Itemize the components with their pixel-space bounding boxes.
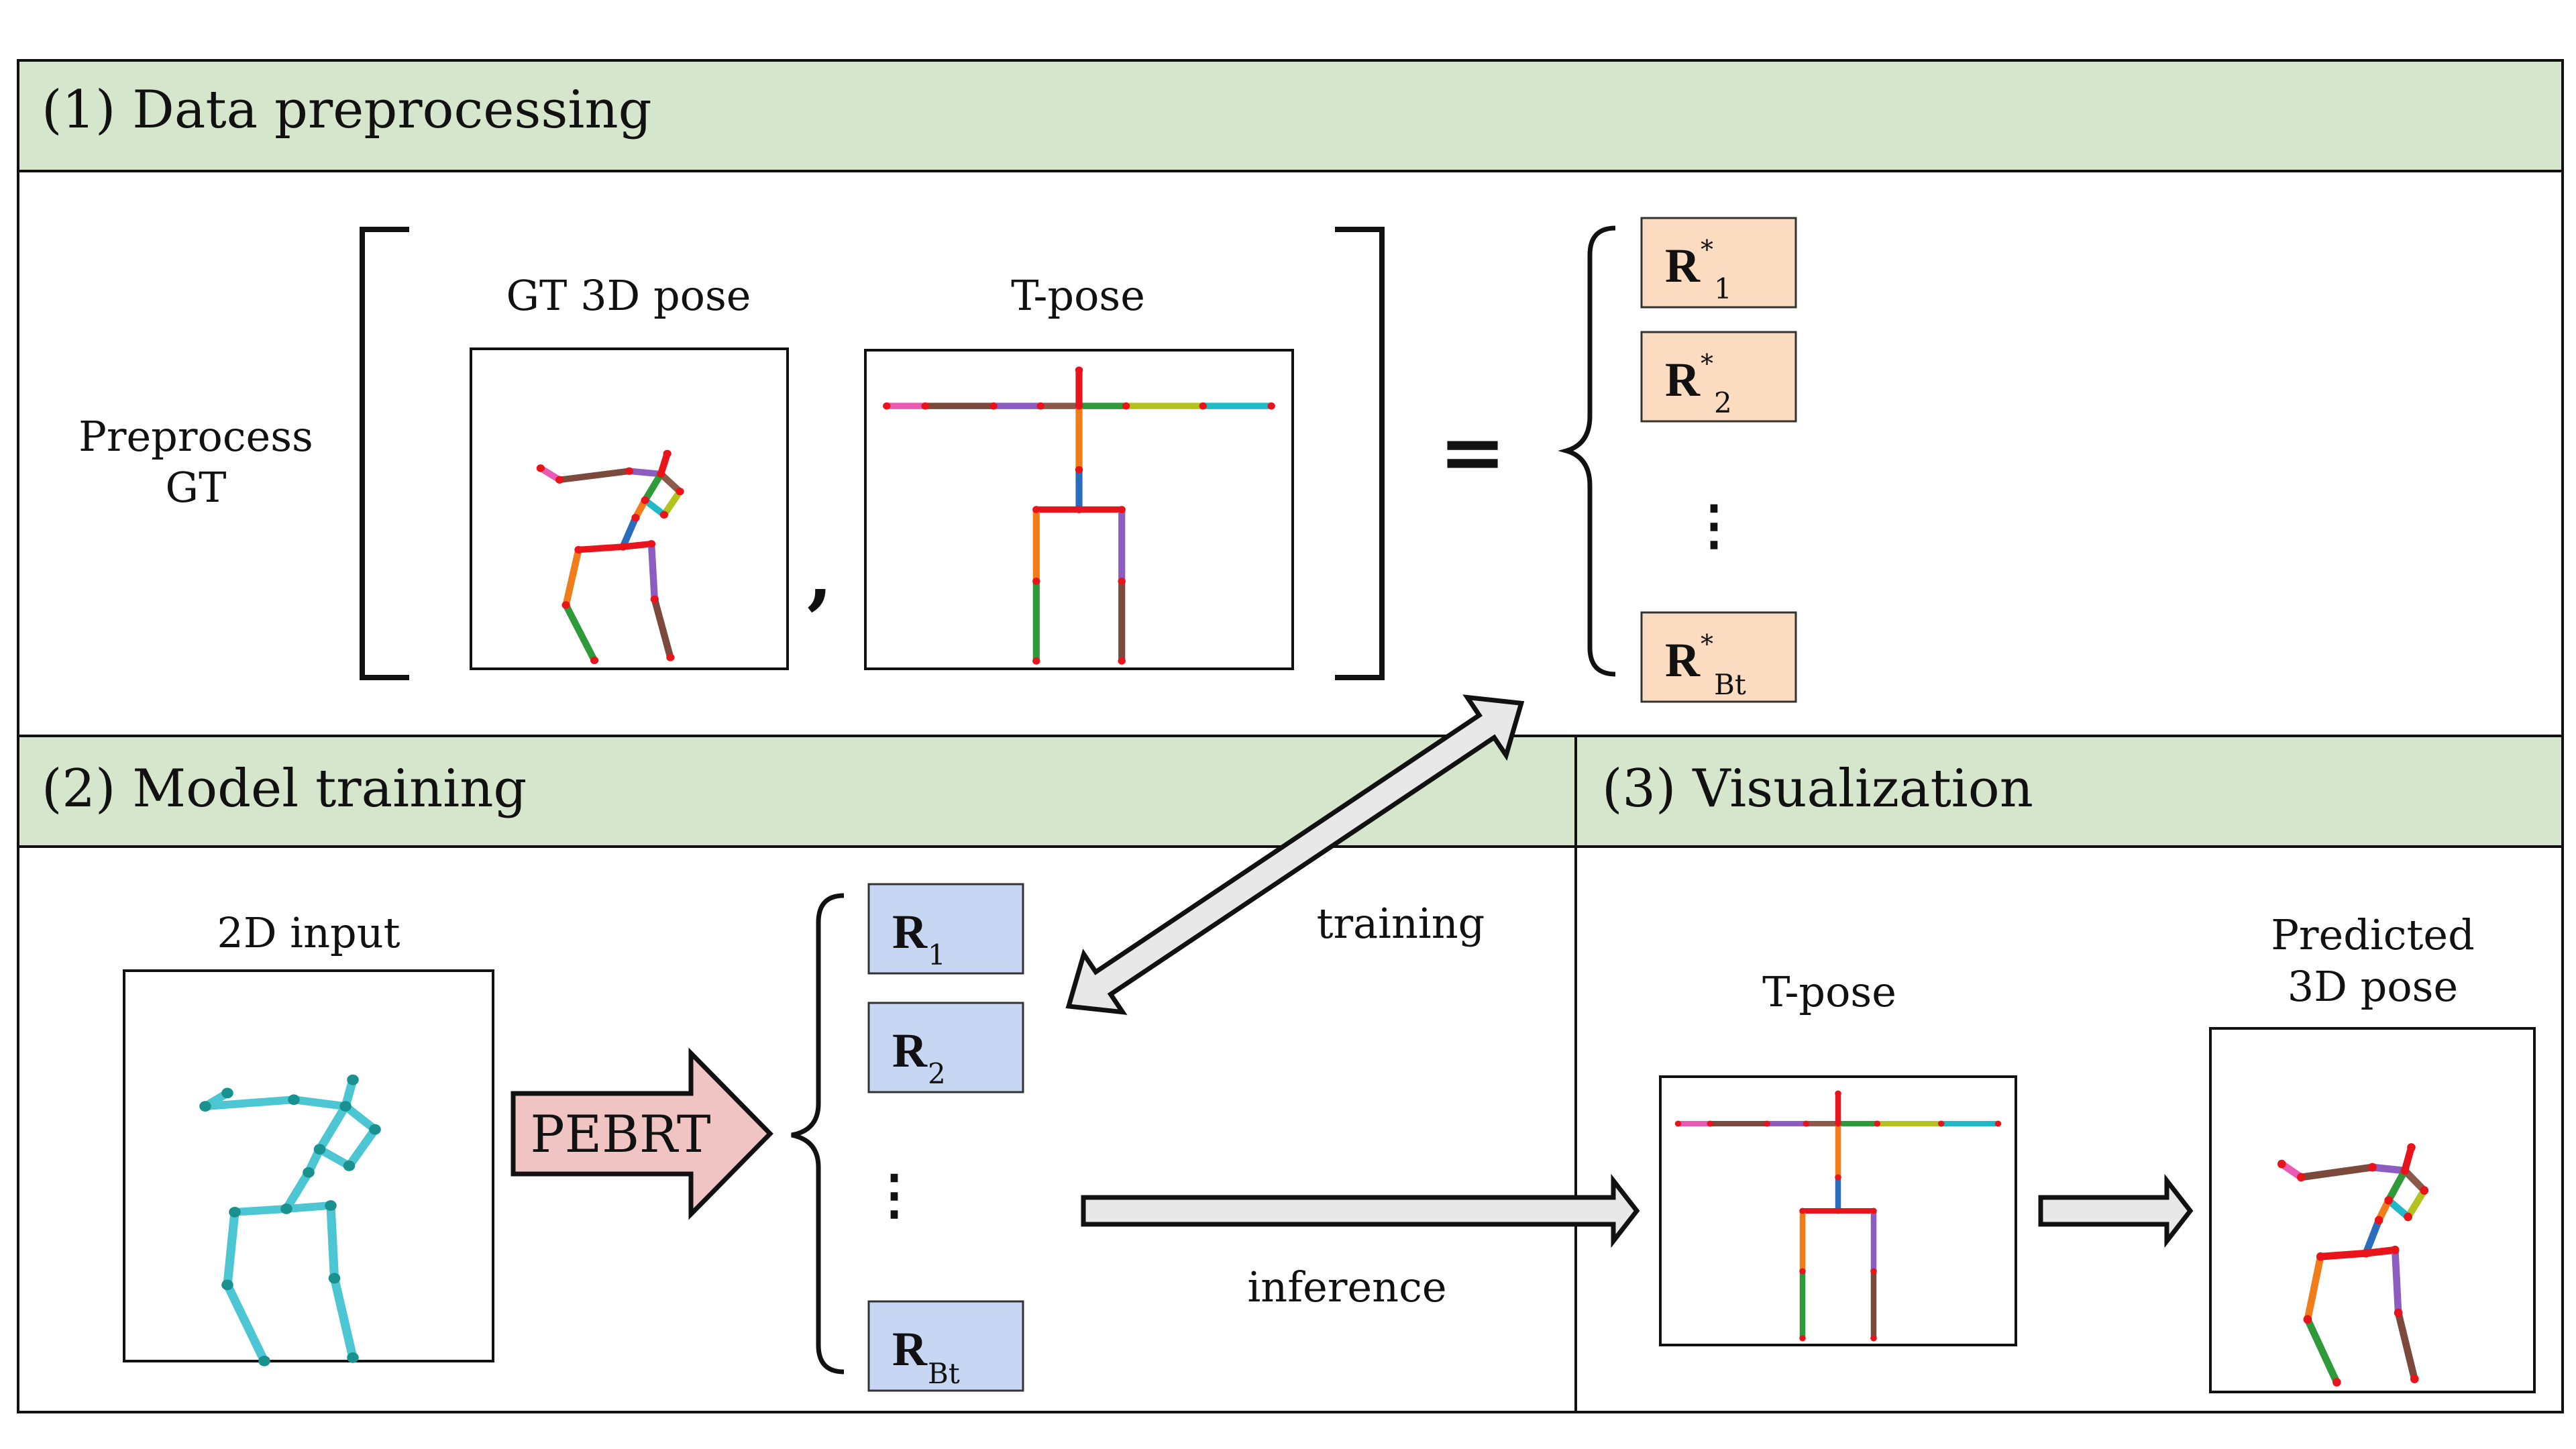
section3-title: (3) Visualization bbox=[1602, 759, 2033, 819]
section3-body bbox=[1574, 845, 2564, 1413]
preprocess-label-line2: GT bbox=[166, 463, 227, 512]
gt-rot-bt-star: * bbox=[1701, 629, 1713, 659]
preprocess-label-line1: Preprocess bbox=[78, 412, 313, 461]
section1-title: (1) Data preprocessing bbox=[42, 80, 652, 140]
gt-rot-2-star: * bbox=[1701, 349, 1713, 378]
pred-rot-1-sub: 1 bbox=[928, 938, 946, 971]
pred-rot-bt-sub: Bt bbox=[928, 1357, 960, 1390]
gt-rotation-bt: R * Bt bbox=[1640, 611, 1797, 703]
training-label: training bbox=[1317, 899, 1485, 948]
pebrt-model-arrow: PEBRT bbox=[511, 1047, 773, 1220]
gt-rot-1-symbol: R bbox=[1665, 239, 1701, 292]
gt-rot-bt-sub: Bt bbox=[1714, 668, 1746, 701]
inference-arrow bbox=[1081, 1173, 1640, 1248]
gt-rotation-1: R * 1 bbox=[1640, 217, 1797, 309]
gt-rotation-ellipsis: ⋮ bbox=[1687, 493, 1741, 556]
pebrt-label: PEBRT bbox=[530, 1104, 710, 1164]
gt-rot-2-sub: 2 bbox=[1714, 386, 1732, 419]
tpose-label-top: T-pose bbox=[1011, 271, 1145, 320]
input-label: 2D input bbox=[217, 908, 400, 957]
gt-rot-2-symbol: R bbox=[1665, 353, 1701, 407]
section3-header bbox=[1574, 735, 2564, 848]
predicted-pose-panel bbox=[2209, 1027, 2536, 1393]
predicted-label-line2: 3D pose bbox=[2288, 962, 2458, 1011]
left-square-bracket bbox=[360, 227, 409, 680]
pred-rotation-bt: R Bt bbox=[867, 1300, 1024, 1392]
pred-rot-2-symbol: R bbox=[892, 1024, 928, 1077]
training-double-arrow bbox=[1065, 694, 1525, 1016]
equals-sign: = bbox=[1439, 405, 1507, 499]
pred-rotation-ellipsis: ⋮ bbox=[867, 1163, 921, 1226]
gt-rotation-2: R * 2 bbox=[1640, 331, 1797, 423]
comma: , bbox=[807, 531, 833, 618]
pred-rotation-brace bbox=[791, 893, 845, 1375]
gt-rot-bt-symbol: R bbox=[1665, 633, 1701, 687]
gt-pose-label: GT 3D pose bbox=[506, 271, 751, 320]
section2-header bbox=[17, 735, 1577, 848]
section2-title: (2) Model training bbox=[42, 759, 527, 819]
right-square-bracket bbox=[1335, 227, 1385, 680]
pred-rotation-2: R 2 bbox=[867, 1002, 1024, 1093]
gt-rot-1-star: * bbox=[1701, 235, 1713, 264]
predicted-label-line1: Predicted bbox=[2271, 910, 2475, 959]
gt-pose-panel bbox=[470, 347, 789, 670]
inference-label: inference bbox=[1247, 1263, 1446, 1311]
gt-rot-1-sub: 1 bbox=[1714, 272, 1732, 305]
gt-rotation-brace bbox=[1558, 225, 1616, 677]
visualize-arrow bbox=[2038, 1173, 2194, 1248]
tpose-label-bottom: T-pose bbox=[1762, 967, 1896, 1016]
pred-rot-1-symbol: R bbox=[892, 905, 928, 959]
pred-rot-bt-symbol: R bbox=[892, 1322, 928, 1376]
section1-header bbox=[17, 59, 2564, 172]
pred-rot-2-sub: 2 bbox=[928, 1057, 946, 1090]
pred-rotation-1: R 1 bbox=[867, 883, 1024, 975]
